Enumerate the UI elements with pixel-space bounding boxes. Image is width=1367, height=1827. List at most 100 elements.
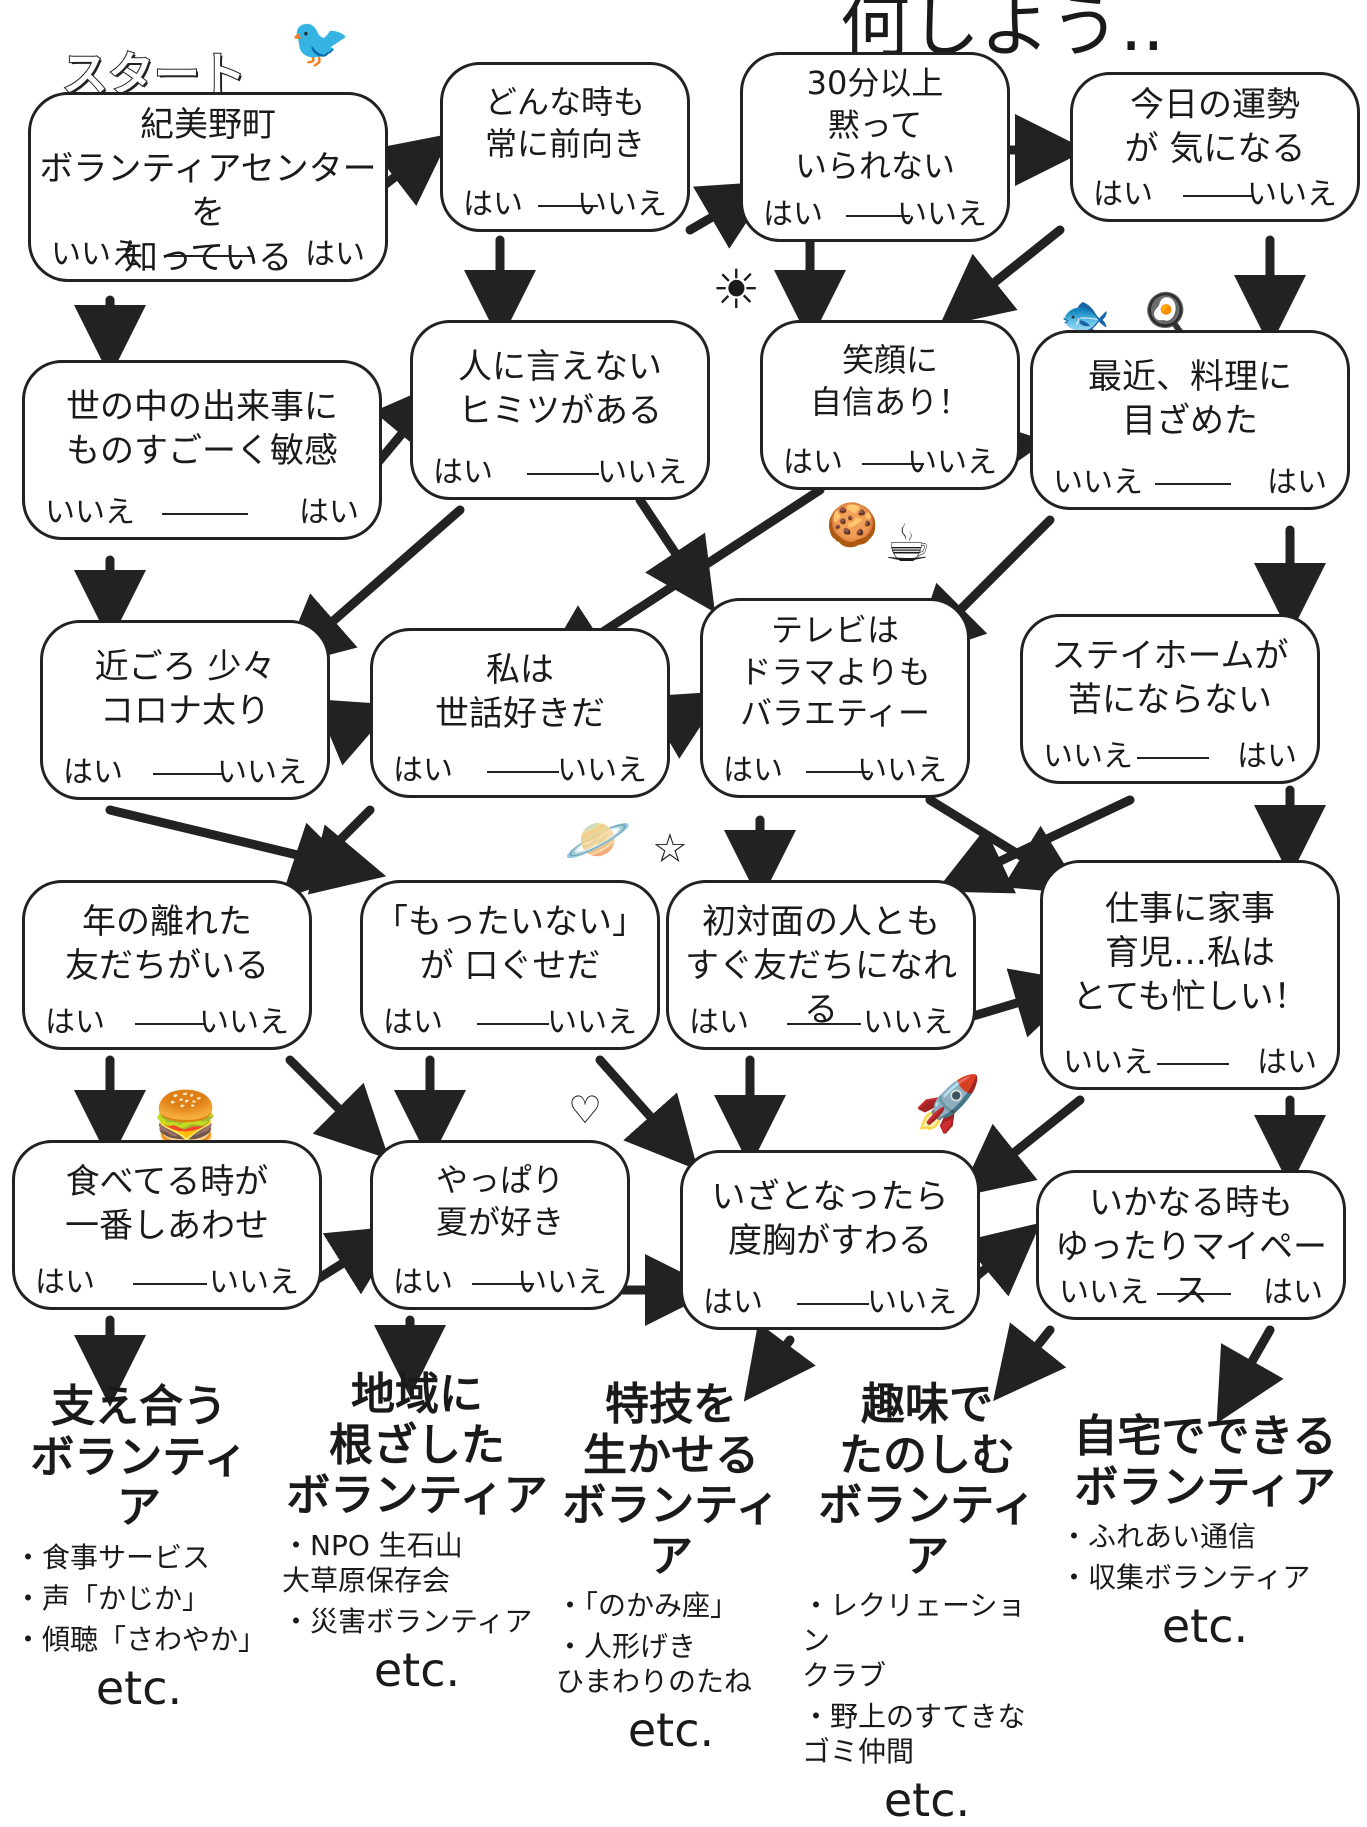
question-text: 紀美野町 ボランティアセンターを 知っている [39, 105, 377, 278]
answer-right-label: はい [1257, 1045, 1317, 1080]
result-etc: etc. [883, 1773, 971, 1827]
answer-right-label: はい [1267, 465, 1327, 500]
rocket-icon: 🚀 [914, 1072, 982, 1135]
question-text: いかなる時も ゆったりマイペース [1055, 1183, 1327, 1312]
question-text: ステイホームが 苦にならない [1051, 636, 1289, 721]
question-text: 仕事に家事 育児…私は とても忙しい！ [1072, 889, 1308, 1018]
result-title: 趣味で たのしむ ボランティア [818, 1379, 1036, 1582]
answer-separator [1137, 757, 1209, 759]
answer-right-label: はい [1263, 1275, 1323, 1310]
flow-arrow [993, 1322, 1067, 1402]
coffee-cup-icon: ☕ [884, 514, 931, 574]
flow-arrow [743, 1322, 816, 1402]
answer-separator [161, 513, 249, 515]
answer-left-label: はい [433, 455, 493, 490]
answer-left-label: はい [463, 187, 523, 222]
flow-arrow [280, 805, 375, 900]
result-item: ・野上のすてきな ゴミ仲間 [802, 1700, 1026, 1769]
question-node-16: 仕事に家事 育児…私は とても忙しい！ いいえ はい [1040, 860, 1340, 1090]
planet-icon: 🪐 [564, 808, 632, 871]
question-text: 年の離れた 友だちがいる [65, 902, 269, 987]
result-item: ・「のかみ座」 [556, 1589, 739, 1623]
question-text: 初対面の人とも すぐ友だちになれる [685, 902, 957, 1031]
sun-icon: ☀ [712, 258, 761, 321]
answer-left-label: いいえ [1063, 1045, 1153, 1080]
result-item: ・声「かじか」 [14, 1581, 211, 1615]
answer-left-label: いいえ [1053, 465, 1143, 500]
answer-separator [167, 255, 255, 257]
result-item: ・レクリェーション クラブ [802, 1589, 1026, 1693]
flow-arrow [958, 1095, 1085, 1197]
answer-right-label: いいえ [907, 445, 997, 480]
answer-separator [805, 771, 871, 773]
answer-separator [477, 1023, 549, 1025]
answer-right-label: いいえ [577, 187, 667, 222]
question-node-13: 年の離れた 友だちがいるはい いいえ [22, 880, 312, 1050]
question-text: 最近、料理に 目ざめた [1088, 357, 1292, 442]
question-text: 笑顔に 自信あり！ [809, 341, 970, 421]
question-node-4: 今日の運勢 が 気になるはいいいえ [1070, 72, 1360, 222]
answer-left-label: はい [393, 753, 453, 788]
answer-left-label: はい [45, 1005, 105, 1040]
answer-right-label: いいえ [557, 753, 647, 788]
answer-separator [1183, 195, 1253, 197]
answer-left-label: いいえ [1043, 739, 1133, 774]
answer-right-label: はい [305, 237, 365, 272]
answer-left-label: はい [723, 753, 783, 788]
answer-separator [132, 1283, 208, 1285]
answer-right-label: いいえ [517, 1265, 607, 1300]
result-item: ・傾聴「さわやか」 [14, 1622, 267, 1656]
question-text: どんな時も 常に前向き [484, 83, 645, 163]
answer-right-label: いいえ [897, 197, 987, 232]
answer-separator [1154, 483, 1232, 485]
result-etc: etc. [627, 1703, 715, 1758]
result-item: ・ふれあい通信 [1060, 1520, 1257, 1554]
result-title: 支え合う ボランティア [30, 1381, 248, 1534]
result-title: 特技を 生かせる ボランティア [562, 1379, 780, 1582]
result-item: ・食事サービス [14, 1540, 211, 1574]
flow-arrow [938, 225, 1065, 327]
answer-separator [1156, 1293, 1232, 1295]
answer-right-label: いいえ [199, 1005, 289, 1040]
answer-left-label: はい [35, 1265, 95, 1300]
answer-right-label: いいえ [863, 1005, 953, 1040]
answer-right-label: はい [1237, 739, 1297, 774]
question-node-8: 最近、料理に 目ざめたいいえ はい [1030, 330, 1350, 510]
flowchart-canvas: 何しよう.. スタート 🐦 ☀ 🐟 🍳 🍪 ☕ 🪐 ☆ 🍔 ♡ 🚀 💧 紀美野町… [12, 0, 1360, 1827]
question-text: テレビは ドラマよりも バラエティー [739, 611, 931, 733]
question-node-18: やっぱり 夏が好きはいいいえ [370, 1140, 630, 1310]
result-etc: etc. [373, 1642, 461, 1697]
question-text: 世の中の出来事に ものすごーく敏感 [66, 387, 338, 472]
answer-left-label: はい [383, 1005, 443, 1040]
result-etc: etc. [95, 1660, 183, 1715]
answer-left-label: はい [63, 755, 123, 790]
answer-separator [153, 773, 223, 775]
question-node-2: どんな時も 常に前向きはい いいえ [440, 62, 690, 232]
question-node-3: 30分以上 黙って いられないはいいいえ [740, 52, 1010, 242]
question-node-10: 私は 世話好きだはい いいえ [370, 628, 670, 798]
answer-separator [1157, 1063, 1229, 1065]
answer-left-label: はい [1093, 177, 1153, 212]
result-item: ・人形げき ひまわりのたね [556, 1630, 753, 1699]
answer-right-label: はい [299, 495, 359, 530]
question-text: 「もったいない」 が 口ぐせだ [374, 902, 646, 987]
answer-right-label: いいえ [547, 1005, 637, 1040]
answer-left-label: いいえ [51, 237, 141, 272]
answer-separator [487, 771, 559, 773]
question-text: やっぱり 夏が好き [435, 1161, 564, 1241]
flow-arrow [935, 795, 1135, 894]
question-node-15: 初対面の人とも すぐ友だちになれるはいいいえ [666, 880, 976, 1050]
question-text: 私は 世話好きだ [435, 650, 605, 735]
result-item: ・NPO 生石山 大草原保存会 [282, 1528, 463, 1597]
question-node-5: 世の中の出来事に ものすごーく敏感いいえはい [22, 360, 382, 540]
answer-separator [797, 1303, 869, 1305]
answer-separator [861, 463, 925, 465]
question-text: 今日の運勢 が 気になる [1124, 85, 1306, 170]
answer-left-label: はい [703, 1285, 763, 1320]
result-title: 地域に 根ざした ボランティア [286, 1369, 548, 1522]
question-node-20: いかなる時も ゆったりマイペースいいえはい [1036, 1170, 1346, 1320]
flow-arrow [595, 1055, 698, 1171]
answer-right-label: いいえ [209, 1265, 299, 1300]
